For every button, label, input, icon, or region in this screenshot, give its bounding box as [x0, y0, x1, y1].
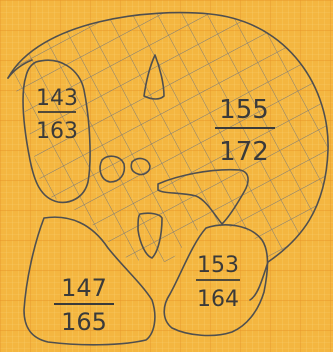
- fraction-numerator: 147: [61, 274, 107, 302]
- fraction-denominator: 165: [61, 308, 107, 336]
- fraction-denominator: 172: [219, 137, 269, 167]
- fraction-bottom-left: 147 165: [54, 274, 114, 336]
- fraction-denominator: 164: [197, 287, 239, 312]
- fraction-denominator: 163: [36, 119, 78, 144]
- fraction-numerator: 153: [197, 253, 239, 278]
- fraction-numerator: 143: [36, 86, 78, 111]
- fraction-numerator: 155: [219, 95, 269, 125]
